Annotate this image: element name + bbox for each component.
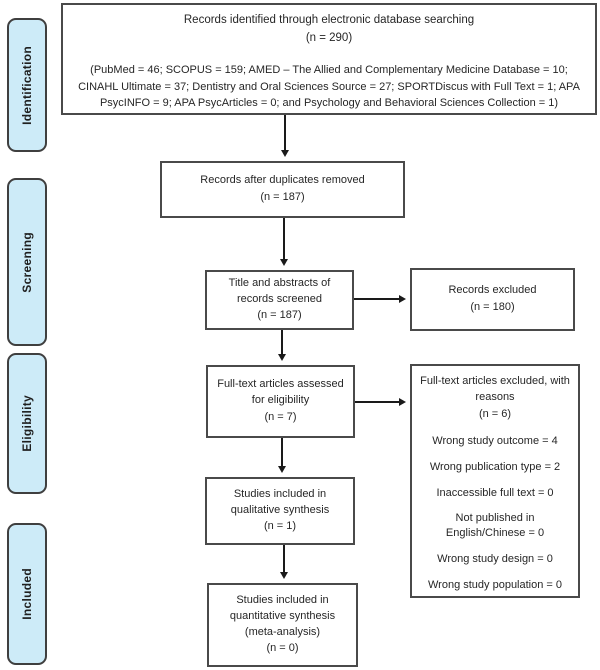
arrow-duplicates-to-screened xyxy=(280,218,288,266)
arrow-assessed-to-fulltext-excluded xyxy=(355,398,406,406)
duplicates-removed-count: (n = 187) xyxy=(260,191,305,203)
qualitative-count: (n = 1) xyxy=(263,520,297,533)
fulltext-assessed-title: Full-text articles assessed for eligibil… xyxy=(217,378,344,407)
arrow-qualitative-to-quantitative xyxy=(280,545,288,579)
qualitative-title: Studies included in qualitative synthesi… xyxy=(230,487,330,516)
records-excluded-title: Records excluded xyxy=(448,284,537,297)
box-title-abstracts-screened: Title and abstracts of records screened … xyxy=(205,270,354,330)
stage-tab-identification: Identification xyxy=(7,18,47,152)
box-qualitative-synthesis: Studies included in qualitative synthesi… xyxy=(205,477,355,545)
arrow-assessed-to-qualitative xyxy=(278,438,286,473)
box-duplicates-removed: Records after duplicates removed (n = 18… xyxy=(160,161,405,218)
duplicates-removed-title: Records after duplicates removed xyxy=(200,174,365,187)
arrow-screened-to-excluded xyxy=(354,295,406,303)
arrow-identified-to-duplicates xyxy=(281,115,289,157)
exclusion-reason: Wrong study population = 0 xyxy=(427,578,563,591)
exclusion-reason: Inaccessible full text = 0 xyxy=(436,486,554,499)
box-records-excluded: Records excluded (n = 180) xyxy=(410,268,575,331)
fulltext-excluded-title: Full-text articles excluded, with reason… xyxy=(420,375,570,403)
stage-tab-eligibility: Eligibility xyxy=(7,353,47,494)
exclusion-reason: Wrong study design = 0 xyxy=(437,553,553,566)
exclusion-reason: Wrong publication type = 2 xyxy=(429,460,561,473)
quantitative-count: (n = 0) xyxy=(266,642,299,655)
records-excluded-count: (n = 180) xyxy=(470,301,515,313)
records-identified-title: Records identified through electronic da… xyxy=(183,14,475,26)
stage-tab-included: Included xyxy=(7,523,47,665)
screened-count: (n = 187) xyxy=(257,309,302,322)
exclusion-reason: Not published in English/Chinese = 0 xyxy=(445,512,545,540)
stage-label-included: Included xyxy=(20,568,34,620)
box-fulltext-assessed: Full-text articles assessed for eligibil… xyxy=(206,365,355,438)
fulltext-assessed-count: (n = 7) xyxy=(264,410,297,423)
records-identified-count: (n = 290) xyxy=(305,31,353,44)
screened-title: Title and abstracts of records screened xyxy=(228,276,331,305)
stage-label-screening: Screening xyxy=(20,231,34,293)
stage-tab-screening: Screening xyxy=(7,178,47,346)
quantitative-title: Studies included in quantitative synthes… xyxy=(229,593,336,638)
box-fulltext-excluded: Full-text articles excluded, with reason… xyxy=(410,364,580,598)
box-quantitative-synthesis: Studies included in quantitative synthes… xyxy=(207,583,358,667)
box-records-identified: Records identified through electronic da… xyxy=(61,3,597,115)
records-identified-databases: (PubMed = 46; SCOPUS = 159; AMED – The A… xyxy=(78,64,580,110)
arrow-screened-to-assessed xyxy=(278,330,286,361)
stage-label-identification: Identification xyxy=(20,45,34,125)
stage-label-eligibility: Eligibility xyxy=(20,395,34,452)
exclusion-reason: Wrong study outcome = 4 xyxy=(432,434,558,447)
fulltext-excluded-count: (n = 6) xyxy=(478,407,512,420)
